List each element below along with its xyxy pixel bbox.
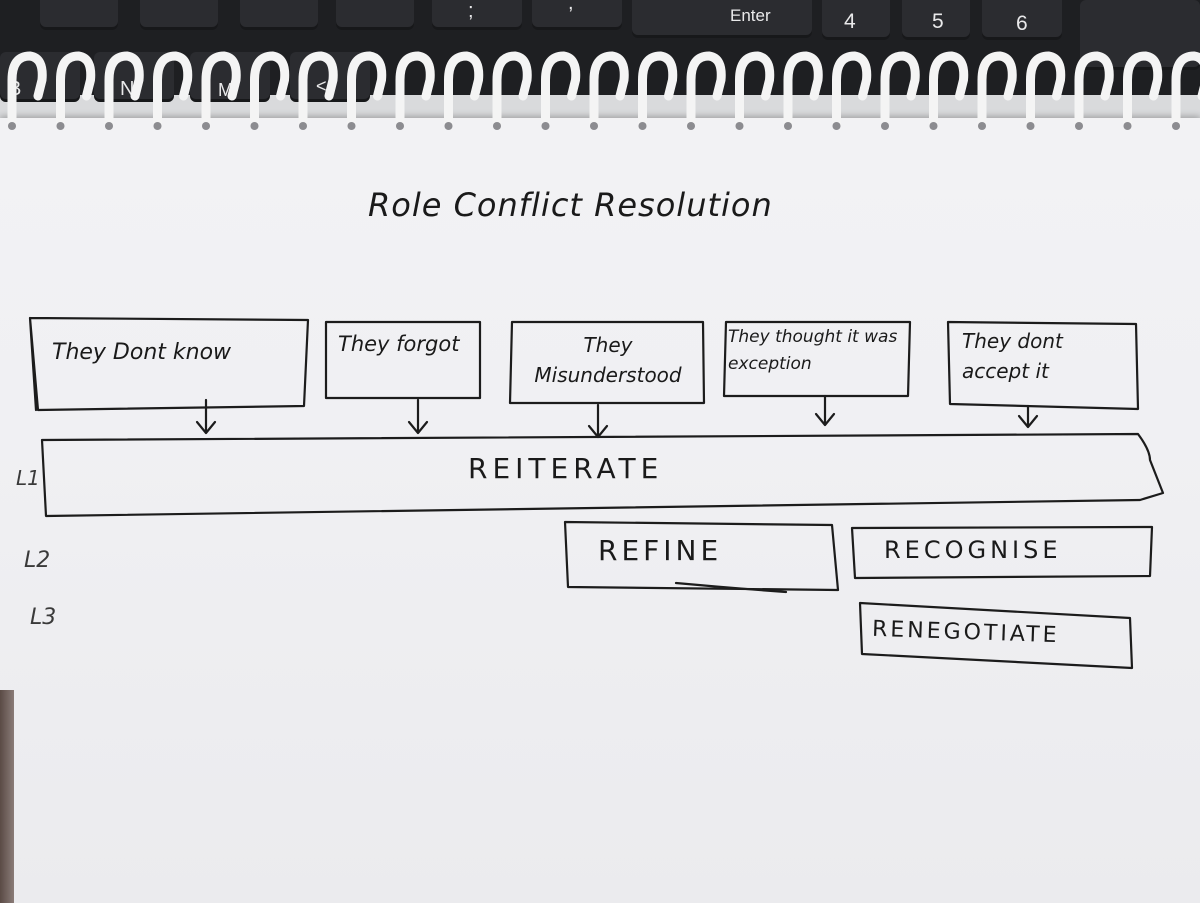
cause-box-1-outline	[28, 316, 310, 412]
spiral-binding	[7, 51, 1200, 130]
key-5: 5	[902, 0, 970, 40]
arrow-3	[587, 403, 609, 439]
key-l: L	[336, 0, 414, 30]
spiral-hole	[56, 122, 65, 130]
cause-box-2-outline	[324, 320, 482, 400]
arrow-2	[407, 398, 429, 435]
spiral-ring	[395, 51, 435, 129]
spiral-ring	[153, 51, 193, 129]
spiral-hole	[250, 122, 259, 130]
spiral-hole	[1123, 122, 1132, 130]
action-recognise: RECOGNISE	[884, 536, 1062, 564]
notebook-page	[0, 118, 1200, 903]
spiral-ring	[492, 51, 532, 129]
recognise-box-outline	[850, 525, 1154, 580]
key-comma: ,	[532, 0, 622, 30]
level-label-l2: L2	[24, 548, 51, 573]
spiral-hole	[105, 122, 113, 130]
cause-label-thought-exception: They thought it was exception	[728, 327, 898, 374]
spiral-ring	[201, 51, 241, 129]
key-k: K	[240, 0, 318, 30]
action-reiterate: REITERATE	[468, 452, 664, 485]
spiral-ring	[444, 51, 484, 129]
spiral-hole	[8, 122, 16, 130]
spiral-hole	[881, 122, 889, 130]
page-title: Role Conflict Resolution	[368, 186, 773, 224]
background-edge	[0, 690, 14, 903]
cause-label-forgot: They forgot	[338, 332, 460, 356]
spiral-ring	[250, 51, 290, 129]
spiral-hole	[978, 122, 986, 130]
refine-box-outline	[563, 520, 840, 592]
spiral-ring	[298, 51, 338, 129]
spiral-hole	[1172, 122, 1180, 130]
spiral-hole	[493, 122, 501, 130]
spiral-hole	[444, 122, 453, 130]
spiral-ring	[1026, 51, 1066, 129]
key-h: H	[40, 0, 118, 30]
spiral-ring	[1074, 51, 1114, 129]
action-refine: REFINE	[598, 534, 723, 567]
spiral-hole	[202, 122, 210, 130]
spiral-ring	[541, 51, 581, 129]
spiral-hole	[1075, 122, 1083, 130]
spiral-hole	[347, 122, 356, 130]
arrow-5	[1017, 404, 1039, 429]
reiterate-box-outline	[40, 432, 1165, 518]
key-4: 4	[822, 0, 890, 40]
spiral-hole	[396, 122, 404, 130]
spiral-hole	[638, 122, 647, 130]
spiral-ring	[783, 51, 823, 129]
key-semicolon: ;	[432, 0, 522, 30]
spiral-ring	[1171, 51, 1200, 129]
spiral-hole	[153, 122, 162, 130]
spiral-ring	[56, 51, 96, 129]
key-u: U	[140, 0, 218, 30]
spiral-hole	[590, 122, 598, 130]
refine-underline	[674, 581, 788, 594]
key-enter: Enter	[632, 0, 812, 38]
arrow-1	[195, 398, 217, 435]
spiral-hole	[687, 122, 695, 130]
cause-box-5-outline	[946, 320, 1140, 411]
spiral-hole	[541, 122, 550, 130]
spiral-hole	[735, 122, 744, 130]
spiral-ring	[1123, 51, 1163, 129]
spiral-ring	[880, 51, 920, 129]
key-6: 6	[982, 0, 1062, 40]
spiral-hole	[929, 122, 938, 130]
spiral-ring	[347, 51, 387, 129]
level-label-l1: L1	[16, 466, 40, 490]
spiral-hole	[299, 122, 307, 130]
spiral-ring	[977, 51, 1017, 129]
spiral-hole	[832, 122, 841, 130]
cause-label-dont-know: They Dont know	[52, 340, 232, 365]
spiral-ring	[929, 51, 969, 129]
level-label-l3: L3	[30, 605, 57, 630]
spiral-ring	[686, 51, 726, 129]
spiral-ring	[638, 51, 678, 129]
spiral-ring	[832, 51, 872, 129]
arrow-4	[814, 394, 836, 427]
cause-label-dont-accept: They dont accept it	[962, 329, 1063, 383]
spiral-ring	[589, 51, 629, 129]
cause-label-misunderstood: They Misunderstood	[534, 333, 682, 387]
cause-box-3-outline	[508, 320, 706, 405]
spiral-hole	[784, 122, 792, 130]
spiral-hole	[1026, 122, 1035, 130]
spiral-ring	[735, 51, 775, 129]
spiral-ring	[104, 51, 144, 129]
cause-box-4-outline	[722, 320, 912, 398]
spiral-ring	[7, 51, 47, 129]
renegotiate-box-outline	[858, 601, 1134, 670]
